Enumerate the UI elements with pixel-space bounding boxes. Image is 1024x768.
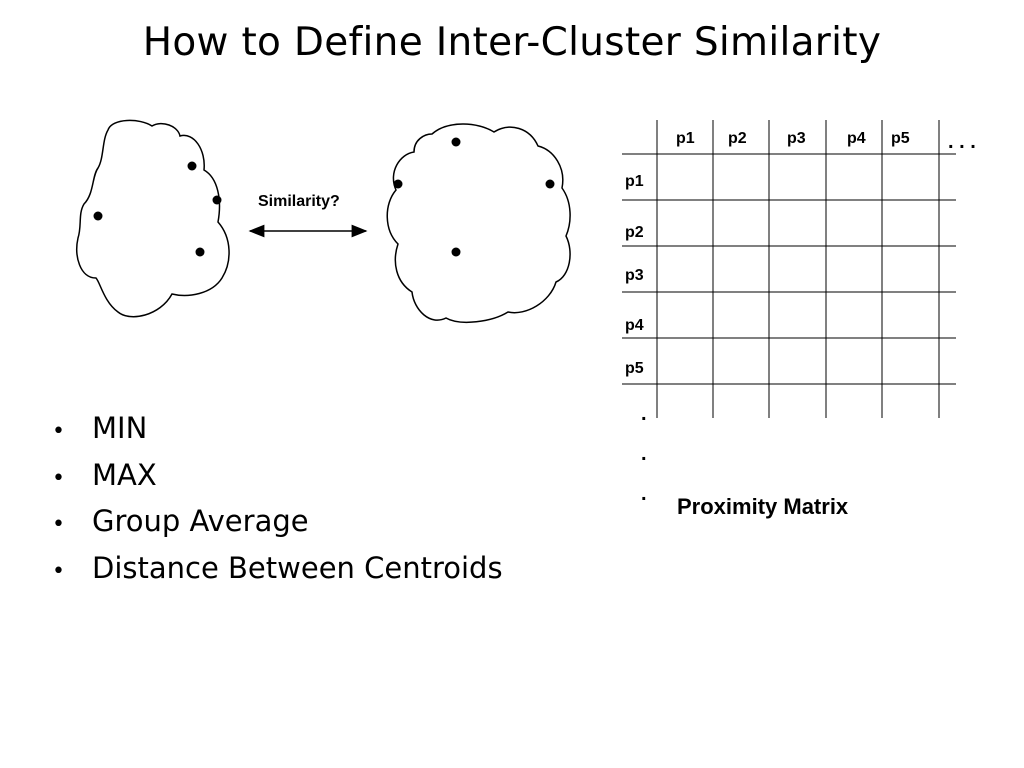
bullet-marker: •	[52, 419, 65, 444]
matrix-column-ellipsis: . . .	[948, 131, 976, 153]
matrix-column-header: p2	[728, 130, 747, 147]
right-cluster-outline	[386, 123, 571, 323]
matrix-column-header: p4	[847, 130, 866, 147]
bullet-marker: •	[52, 465, 65, 491]
matrix-column-header: p3	[787, 130, 806, 147]
bullet-text: Group Average	[92, 504, 309, 538]
matrix-row-ellipsis-dot: .	[641, 483, 647, 505]
data-point	[195, 247, 205, 257]
data-point	[451, 137, 461, 147]
matrix-caption: Proximity Matrix	[677, 494, 849, 519]
matrix-column-header: p1	[676, 130, 695, 147]
matrix-row-header: p3	[625, 267, 644, 284]
bullet-item: • MIN	[52, 405, 503, 452]
bullet-item: • MAX	[52, 452, 503, 499]
bullet-item: • Group Average	[52, 498, 503, 545]
bullet-marker: •	[52, 558, 65, 584]
bullet-text: Distance Between Centroids	[92, 550, 503, 585]
left-cluster	[76, 119, 230, 318]
proximity-matrix: p1 p2 p3 p4 p5 . . . p1 p2 p3 p4 p5 . . …	[622, 120, 976, 505]
bullet-text: MAX	[92, 457, 157, 492]
matrix-row-header: p1	[625, 173, 644, 190]
data-point	[212, 195, 222, 205]
bullet-text: MIN	[92, 411, 148, 445]
data-point	[545, 179, 555, 189]
matrix-row-ellipsis-dot: .	[641, 403, 647, 425]
matrix-column-header: p5	[891, 130, 910, 147]
left-cluster-outline	[76, 119, 230, 318]
matrix-row-header: p4	[625, 317, 644, 334]
matrix-row-ellipsis-dot: .	[641, 443, 647, 465]
bullet-item: • Distance Between Centroids	[52, 545, 503, 592]
data-point	[451, 247, 461, 257]
right-cluster	[386, 123, 571, 323]
bullet-marker: •	[52, 512, 65, 537]
similarity-label: Similarity?	[258, 193, 340, 210]
matrix-row-header: p5	[625, 360, 644, 377]
data-point	[393, 179, 403, 189]
slide-title: How to Define Inter-Cluster Similarity	[142, 20, 882, 65]
data-point	[93, 211, 103, 221]
matrix-row-header: p2	[625, 224, 644, 241]
bullet-list: • MIN • MAX • Group Average • Distance B…	[52, 405, 503, 591]
data-point	[187, 161, 197, 171]
